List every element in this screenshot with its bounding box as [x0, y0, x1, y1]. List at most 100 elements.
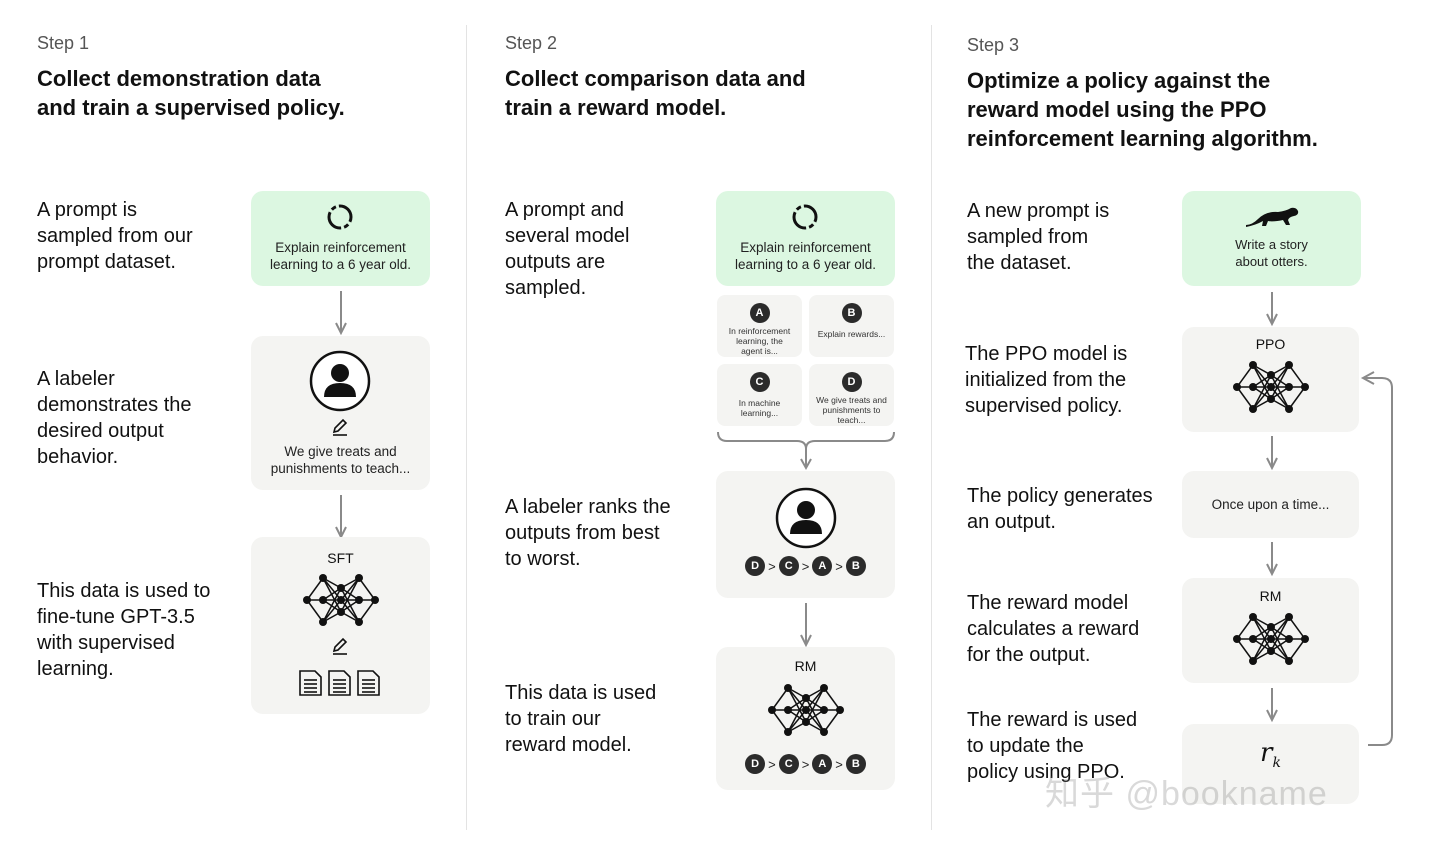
nn-node [337, 596, 345, 604]
step3-title: Optimize a policy against the reward mod… [967, 66, 1318, 153]
step1-prompt-text: Explain reinforcement learning to a 6 ye… [251, 239, 430, 273]
nn-edge [1270, 638, 1290, 662]
step1-title-line: and train a supervised policy. [37, 95, 345, 120]
neural-network-icon [1233, 361, 1309, 413]
step3-title-line: Optimize a policy against the [967, 68, 1271, 93]
nn-edge [1252, 364, 1272, 388]
desc-line: sampled from [967, 226, 1089, 248]
arrow-down-icon [335, 291, 347, 336]
nn-edge [358, 599, 376, 623]
nn-edge [1236, 386, 1254, 410]
step2-desc-prompt: A prompt and several model outputs are s… [505, 197, 630, 301]
nn-node [1301, 383, 1309, 391]
step3-title-line: reward model using the PPO [967, 97, 1267, 122]
step3-title-line: reinforcement learning algorithm. [967, 126, 1318, 151]
nn-node [784, 684, 792, 692]
rank-badge: C [778, 556, 799, 576]
desc-line: supervised policy. [965, 395, 1123, 417]
watermark: 知乎 @bookname [1045, 775, 1328, 813]
desc-line: A labeler [37, 368, 115, 390]
output-badge: A [749, 303, 770, 323]
nn-edge [1252, 616, 1272, 652]
nn-node [802, 706, 810, 714]
desc-line: fine-tune GPT-3.5 [37, 606, 195, 628]
nn-node [319, 574, 327, 582]
desc-line: initialized from the [965, 369, 1127, 391]
desc-line: to update the [967, 735, 1084, 757]
nn-node [1267, 395, 1275, 403]
nn-node [1267, 635, 1275, 643]
output-card-c: C In machine learning... [717, 364, 802, 426]
card-line: punishments to teach... [270, 461, 411, 476]
nn-node [337, 584, 345, 592]
nn-node [1249, 657, 1257, 665]
rank-separator: > [801, 756, 810, 772]
nn-edge [1288, 616, 1306, 640]
step3-label: Step 3 [967, 35, 1020, 55]
step2-desc-rank: A labeler ranks the outputs from best to… [505, 494, 671, 572]
nn-node [820, 684, 828, 692]
nn-node [319, 618, 327, 626]
nn-node [1249, 613, 1257, 621]
desc-line: to worst. [505, 548, 581, 570]
step1-label: Step 1 [37, 33, 90, 53]
step3-output-card: Once upon a time... [1182, 471, 1359, 538]
nn-node [1285, 383, 1293, 391]
nn-edge [358, 577, 376, 601]
nn-edge [1236, 638, 1254, 662]
card-line: We give treats and [284, 444, 397, 459]
step1-desc-labeler: A labeler demonstrates the desired outpu… [37, 366, 192, 470]
nn-node [355, 596, 363, 604]
desc-line: outputs are [505, 251, 606, 273]
reward-symbol-letter: r [1260, 738, 1273, 768]
output-line: teach... [837, 415, 866, 425]
nn-edge [306, 599, 324, 623]
step2-title: Collect comparison data and train a rewa… [505, 64, 806, 122]
card-line: learning to a 6 year old. [734, 257, 877, 272]
desc-line: reward model. [505, 734, 632, 756]
documents-icon [299, 670, 380, 696]
nn-edge [1288, 638, 1306, 662]
output-line: learning, the [736, 336, 783, 346]
pencil-icon [332, 637, 348, 655]
step2-prompt-text: Explain reinforcement learning to a 6 ye… [716, 239, 895, 273]
nn-edge [805, 697, 825, 733]
step1-desc-finetune: This data is used to fine-tune GPT-3.5 w… [37, 578, 210, 682]
output-line: In machine [738, 398, 781, 408]
nn-node [784, 706, 792, 714]
output-text: Explain rewards... [813, 329, 890, 339]
step1-desc-prompt: A prompt is sampled from our prompt data… [37, 197, 193, 275]
nn-node [355, 618, 363, 626]
arrow-down-icon [1266, 688, 1278, 723]
nn-node [337, 608, 345, 616]
nn-node [1285, 657, 1293, 665]
nn-edge [340, 577, 360, 613]
rank-badge: D [745, 754, 766, 774]
card-line: learning to a 6 year old. [269, 257, 412, 272]
reward-symbol: rk [1260, 738, 1281, 771]
desc-line: behavior. [37, 446, 119, 468]
rank-badge: B [845, 754, 866, 774]
nn-node [1233, 383, 1241, 391]
neural-network-icon [768, 684, 844, 736]
card-line: Write a story [1235, 237, 1308, 252]
card-line: Explain reinforcement [275, 240, 406, 255]
nn-edge [823, 687, 841, 711]
arrow-down-icon [1266, 436, 1278, 471]
nn-edge [787, 687, 807, 711]
nn-node [355, 574, 363, 582]
desc-line: The PPO model is [965, 343, 1128, 365]
step1-sft-card: SFT [251, 537, 430, 714]
nn-node [1249, 635, 1257, 643]
column-divider-2 [931, 25, 932, 830]
desc-line: sampled. [505, 277, 587, 299]
step1-labeler-text: We give treats and punishments to teach.… [251, 443, 430, 477]
step3-prompt-card: Write a story about otters. [1182, 191, 1361, 286]
policy-output-text: Once upon a time... [1211, 497, 1330, 512]
nn-edge [771, 709, 789, 733]
nn-edge [805, 709, 825, 733]
nn-edge [1252, 364, 1272, 400]
output-line: learning... [740, 408, 779, 418]
step1-labeler-card: We give treats and punishments to teach.… [251, 336, 430, 490]
column-divider-1 [466, 25, 467, 830]
